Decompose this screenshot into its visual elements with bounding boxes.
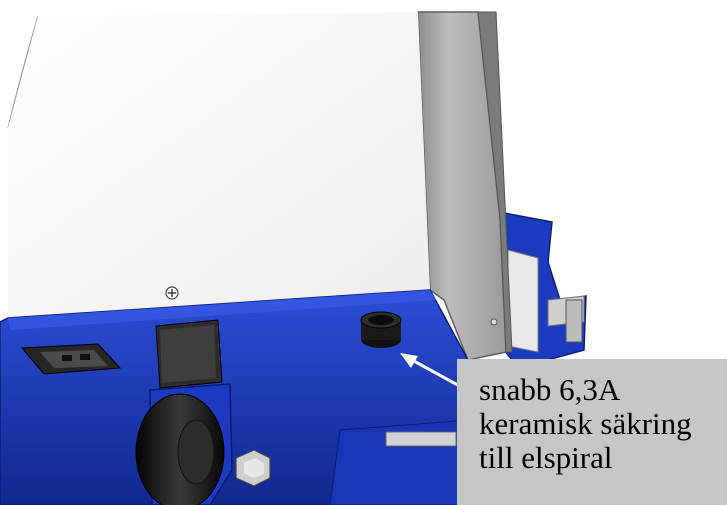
latch-clip xyxy=(565,299,583,343)
callout-line-1: snabb 6,3A xyxy=(479,372,621,407)
panel-edge-line xyxy=(7,15,39,129)
caster-wheel xyxy=(135,393,225,505)
callout-line-3: till elspiral xyxy=(479,440,613,475)
power-socket xyxy=(20,343,122,375)
callout-line-2: keramisk säkring xyxy=(479,406,692,441)
side-frame-window xyxy=(507,249,539,353)
arrow-icon xyxy=(400,353,466,391)
callout-label-box: snabb 6,3A keramisk säkring till elspira… xyxy=(457,359,727,505)
hex-bolt xyxy=(235,449,271,487)
caster-mount-block xyxy=(155,319,223,389)
post-rivet xyxy=(490,318,498,326)
base-plate-top-edge xyxy=(8,290,436,330)
panel-surface xyxy=(8,12,430,318)
fuse-holder xyxy=(360,311,402,348)
phillips-screw-icon xyxy=(165,286,179,300)
post-side-face xyxy=(477,11,513,353)
rail-slot xyxy=(385,431,457,447)
